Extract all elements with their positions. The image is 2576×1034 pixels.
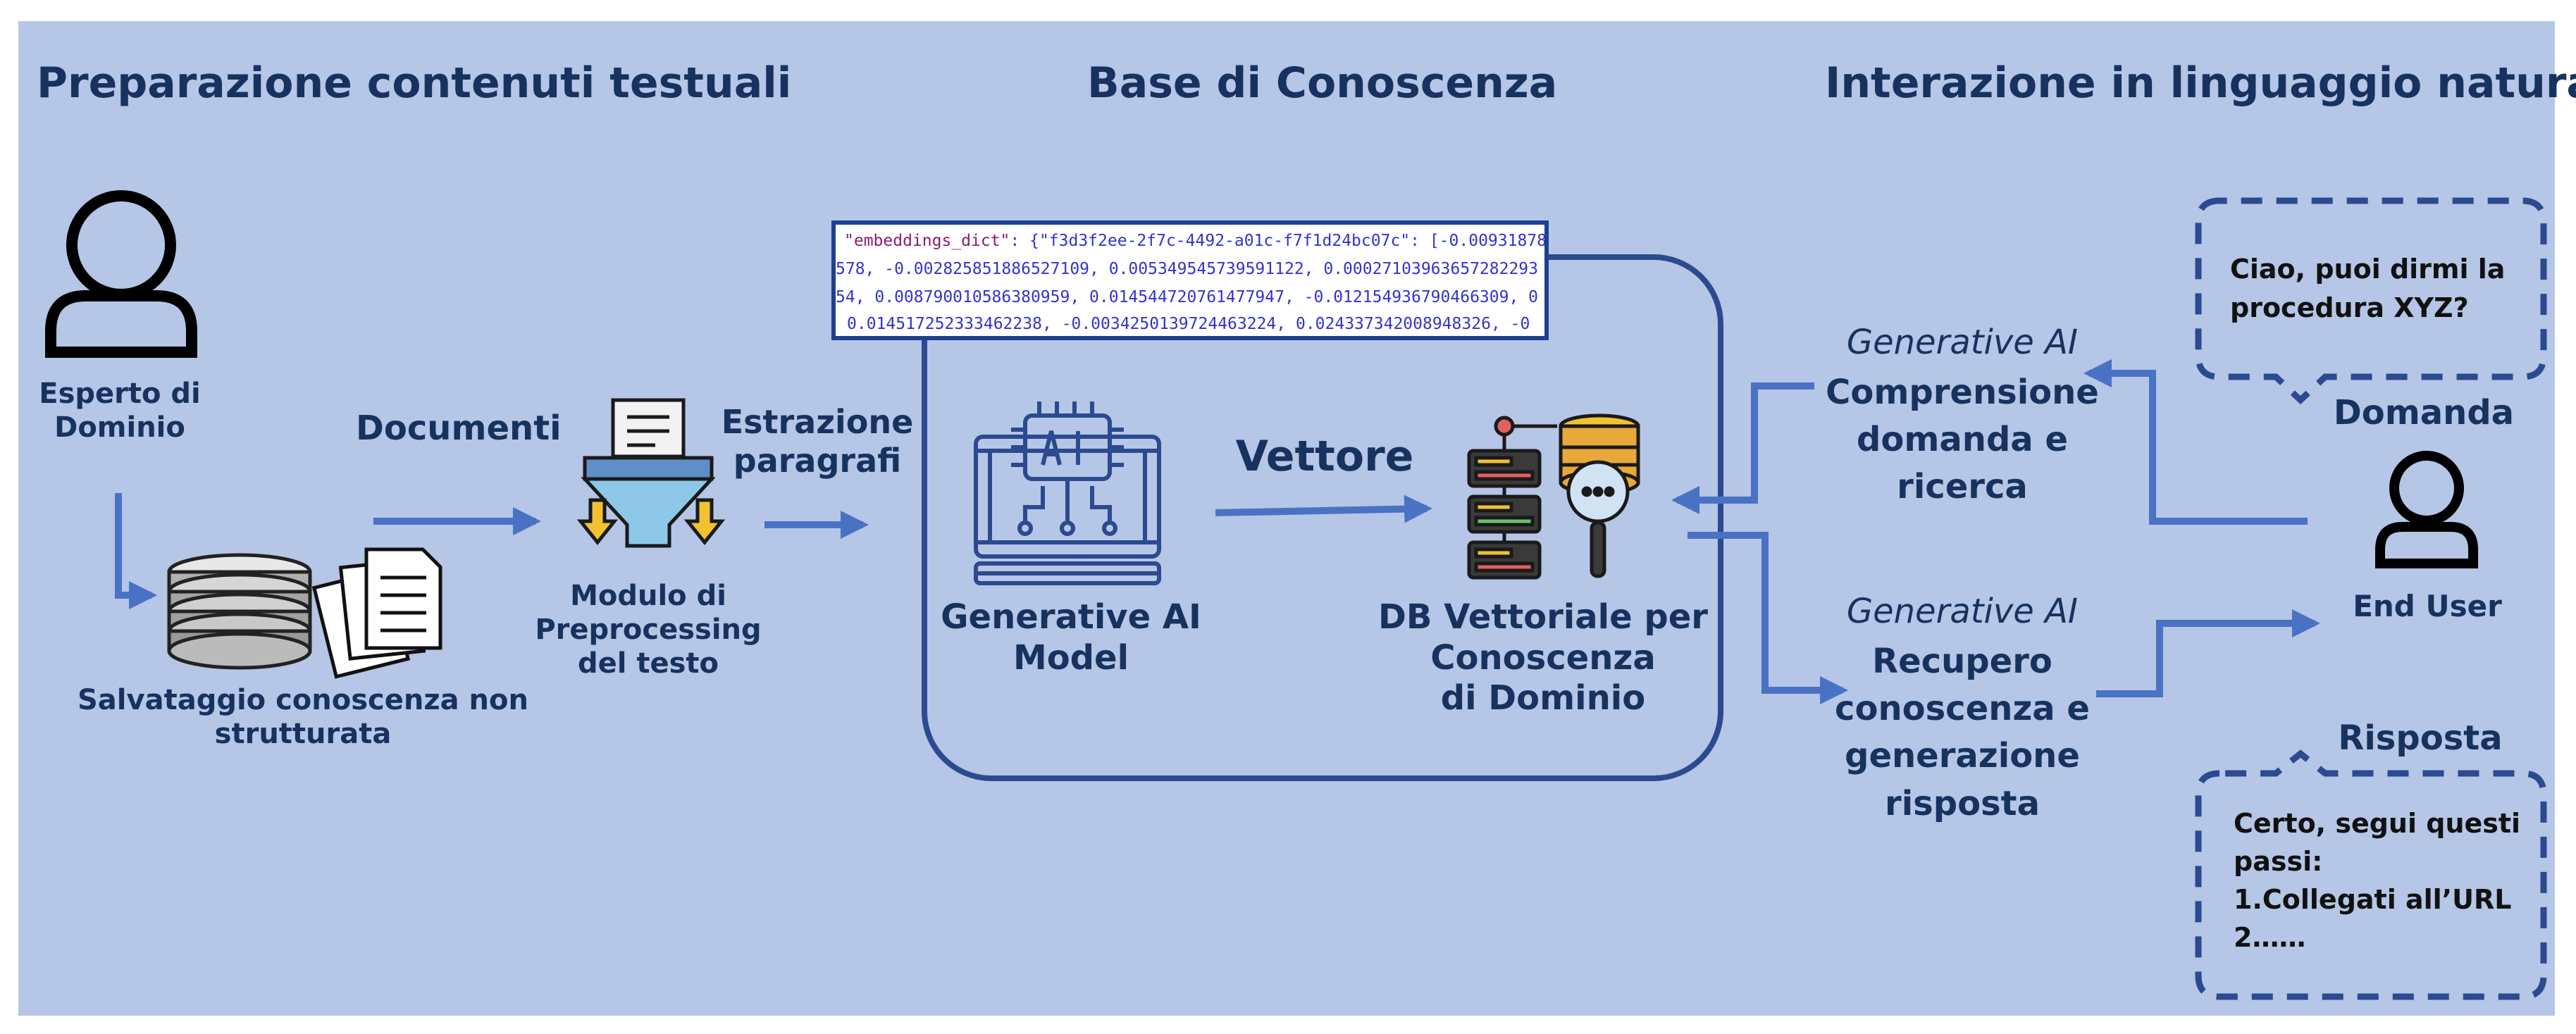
embeddings-line-2: 578, -0.002825851886527109, 0.0053495457… bbox=[836, 260, 1538, 278]
understanding-tag: Generative AI bbox=[1846, 323, 2079, 362]
documents-label: Documenti bbox=[356, 409, 562, 448]
retrieval-label: Recupero conoscenza e generazione rispos… bbox=[1835, 642, 2090, 823]
vector-arrow bbox=[1215, 494, 1432, 523]
question-label: Domanda bbox=[2333, 393, 2515, 432]
answer-bubble-shape bbox=[2195, 749, 2547, 1000]
extraction-label: Estrazione paragrafi bbox=[721, 403, 914, 480]
question-bubble-text: Ciao, puoi dirmi la procedura XYZ? bbox=[2230, 254, 2506, 324]
answer-label: Risposta bbox=[2338, 718, 2503, 758]
preprocessing-label: Modulo di Preprocessing del testo bbox=[535, 580, 762, 680]
embeddings-code-box: "embeddings_dict": {"f3d3f2ee-2f7c-4492-… bbox=[831, 220, 1549, 340]
understanding-to-db-arrow bbox=[1671, 382, 1814, 514]
expert-label: Esperto di Dominio bbox=[39, 378, 201, 444]
understanding-label: Comprensione domanda e ricerca bbox=[1826, 373, 2099, 507]
funnel-icon bbox=[576, 398, 726, 548]
vector-db-icon bbox=[1467, 413, 1640, 580]
embeddings-line-3: 54, 0.008790010586380959, 0.014544720761… bbox=[836, 288, 1538, 306]
user-to-understanding-arrow bbox=[2083, 359, 2308, 525]
embeddings-key: "embeddings_dict" bbox=[844, 232, 1010, 250]
db-label: DB Vettoriale per Conoscenza di Dominio bbox=[1378, 597, 1708, 718]
embeddings-line-4: 0.014517252333462238, -0.003425013972446… bbox=[847, 315, 1530, 333]
ai-model-label: Generative AI Model bbox=[941, 597, 1201, 678]
vector-label: Vettore bbox=[1235, 432, 1414, 481]
section-title-interaction: Interazione in linguaggio naturale bbox=[1825, 58, 2576, 108]
section-title-knowledge-base: Base di Conoscenza bbox=[1087, 58, 1558, 108]
answer-bubble-text: Certo, segui questi passi: 1.Collegati a… bbox=[2234, 808, 2521, 953]
ai-chip-icon bbox=[974, 401, 1161, 585]
section-title-preparation: Preparazione contenuti testuali bbox=[37, 58, 792, 108]
embeddings-line-1: : {"f3d3f2ee-2f7c-4492-a01c-f7f1d24bc07c… bbox=[1010, 232, 1547, 250]
database-icon bbox=[167, 553, 312, 670]
expert-to-storage-arrow bbox=[115, 493, 157, 609]
flow-arrows bbox=[115, 359, 2320, 704]
retrieval-to-user-arrow bbox=[2096, 609, 2320, 697]
end-user-person-icon bbox=[2375, 451, 2478, 568]
documents-icon bbox=[311, 547, 442, 679]
retrieval-tag: Generative AI bbox=[1846, 592, 2079, 631]
db-to-retrieval-arrow bbox=[1688, 532, 1848, 704]
expert-person-icon bbox=[45, 190, 197, 358]
storage-label: Salvataggio conoscenza non strutturata bbox=[78, 684, 528, 750]
end-user-label: End User bbox=[2353, 589, 2502, 623]
